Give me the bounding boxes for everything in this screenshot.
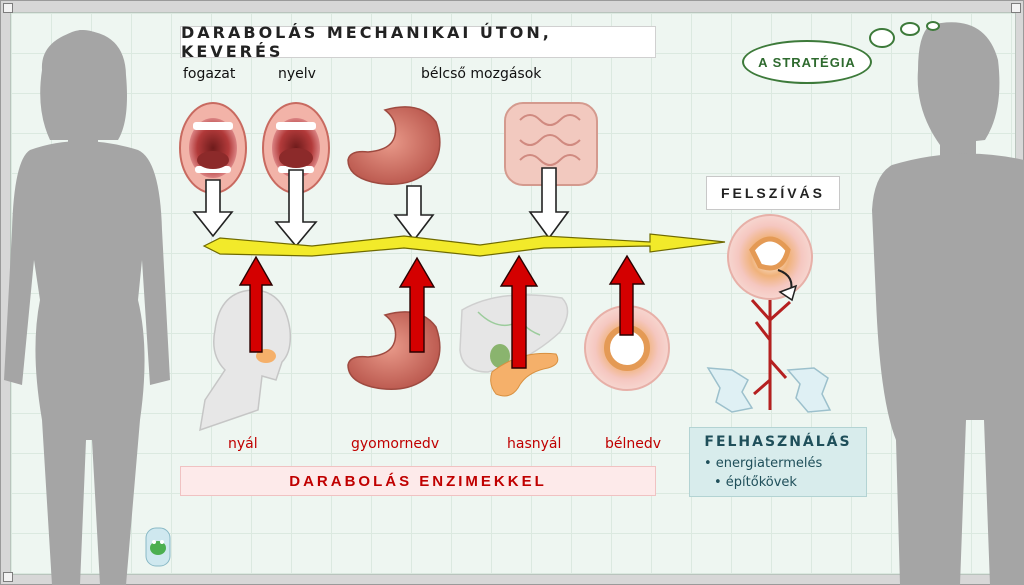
white-arrow-stomach xyxy=(393,185,435,242)
resize-handle-top-right[interactable] xyxy=(1011,3,1021,13)
resize-handle-top-left[interactable] xyxy=(3,3,13,13)
stomach-icon xyxy=(347,106,441,185)
utilization-box: FELHASZNÁLÁS • energiatermelés • építőkö… xyxy=(689,427,867,497)
white-arrow-intestine xyxy=(528,167,570,240)
red-arrow-pancreatic xyxy=(499,254,539,369)
utilization-item-building: • építőkövek xyxy=(714,475,797,490)
red-arrow-gastric xyxy=(398,256,436,353)
frog-logo-icon xyxy=(145,527,171,567)
intestine-cross-section-icon xyxy=(584,305,670,391)
cells-icon xyxy=(706,367,832,413)
red-arrow-saliva xyxy=(238,255,274,353)
villus-absorption-icon xyxy=(727,214,813,410)
mechanical-arrows xyxy=(192,167,570,248)
male-silhouette-icon xyxy=(872,22,1024,585)
white-arrow-teeth xyxy=(192,179,234,238)
label-belnedv: bélnedv xyxy=(605,436,662,452)
utilization-item-energy: • energiatermelés xyxy=(704,456,823,471)
stomach-bottom-icon xyxy=(347,311,441,390)
red-arrow-intestinal xyxy=(608,254,646,336)
label-fogazat: fogazat xyxy=(183,66,236,82)
enzyme-arrows xyxy=(238,254,646,369)
head-profile-icon xyxy=(199,289,292,432)
label-nyelv: nyelv xyxy=(278,66,316,82)
mouth-tongue-icon xyxy=(262,102,330,194)
thought-bubbles xyxy=(869,21,940,48)
intestines-icon xyxy=(504,102,598,186)
resize-handle-bottom-left[interactable] xyxy=(3,572,13,582)
label-hasnyal: hasnyál xyxy=(507,436,562,452)
female-silhouette-icon xyxy=(4,30,170,585)
label-gyomornedv: gyomornedv xyxy=(351,436,440,452)
utilization-title: FELHASZNÁLÁS xyxy=(704,434,852,450)
strategy-bubble[interactable]: A STRATÉGIA xyxy=(742,40,872,84)
enzyme-box: DARABOLÁS ENZIMEKKEL xyxy=(180,466,656,496)
absorption-box: FELSZÍVÁS xyxy=(706,176,840,210)
digestion-flow-arrow xyxy=(202,233,726,257)
white-arrow-tongue xyxy=(274,169,318,248)
label-nyal: nyál xyxy=(228,436,258,452)
mechanical-title: DARABOLÁS MECHANIKAI ÚTON, KEVERÉS xyxy=(180,23,656,61)
label-belcso: bélcső mozgások xyxy=(421,66,542,82)
